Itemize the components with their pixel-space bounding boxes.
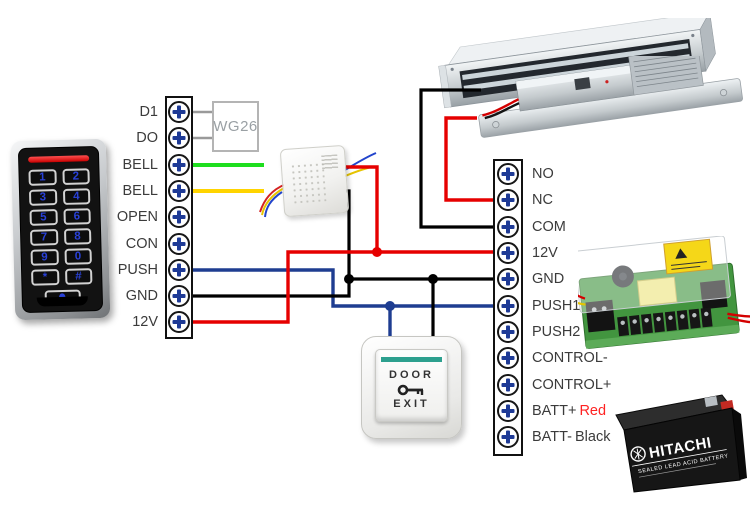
exit-button-teal-bar xyxy=(380,357,443,362)
terminal-label-gnd-right: GND xyxy=(532,271,565,287)
terminal-screw-icon xyxy=(497,321,519,343)
key-icon xyxy=(397,384,423,396)
key-star: * xyxy=(31,269,59,286)
terminal-screw-icon xyxy=(168,311,190,333)
terminal-label-12v-right: 12V xyxy=(532,245,558,261)
key-1: 1 xyxy=(28,169,57,186)
terminal-label-bell2: BELL xyxy=(122,183,158,199)
terminal-screw-icon xyxy=(497,426,519,448)
terminal-screw-icon xyxy=(168,101,190,123)
terminal-label-nc: NC xyxy=(532,192,553,208)
terminal-screw-icon xyxy=(497,216,519,238)
battery-image: HITACHI SEALED LEAD ACID BATTERY xyxy=(615,394,747,493)
batt-minus-color-note: Black xyxy=(575,429,611,445)
bolt-lock-image xyxy=(478,56,743,138)
key-5: 5 xyxy=(29,209,58,226)
terminal-screw-icon xyxy=(497,268,519,290)
terminal-screw-icon xyxy=(168,206,190,228)
power-supply-image xyxy=(578,236,750,349)
keypad-panel: 1 2 3 4 5 6 7 8 9 0 * # xyxy=(17,145,104,314)
wire-boltlock-red xyxy=(444,116,495,202)
wg26-box: WG26 xyxy=(212,101,259,152)
batt-plus-color-note: Red xyxy=(579,403,607,419)
terminal-screw-icon xyxy=(168,285,190,307)
terminal-label-batt-minus: BATT- xyxy=(532,429,573,445)
exit-button-face: DOOR EXIT xyxy=(375,349,448,422)
junction-dot-blue xyxy=(385,301,395,311)
wire-doorbell-red xyxy=(342,165,379,252)
terminal-label-bell1: BELL xyxy=(122,157,158,173)
terminal-screw-icon xyxy=(497,295,519,317)
battery-body: HITACHI SEALED LEAD ACID BATTERY xyxy=(615,394,747,493)
wire-maglock-black xyxy=(419,88,495,229)
wg26-label: WG26 xyxy=(213,118,258,135)
terminal-label-push2: PUSH2 xyxy=(532,324,581,340)
wire-12v-red xyxy=(191,250,495,324)
junction-dot-red xyxy=(372,247,382,257)
key-9: 9 xyxy=(30,249,59,266)
terminal-label-batt-plus: BATT+ xyxy=(532,403,577,419)
terminal-label-con: CON xyxy=(125,236,158,252)
terminal-screw-icon xyxy=(168,180,190,202)
terminal-screw-icon xyxy=(168,233,190,255)
terminal-label-open: OPEN xyxy=(116,209,158,225)
exit-button-exit-text: EXIT xyxy=(393,398,430,410)
terminal-screw-icon xyxy=(497,347,519,369)
terminal-label-control-plus: CONTROL+ xyxy=(532,377,612,393)
key-7: 7 xyxy=(29,229,58,246)
terminal-label-control-minus: CONTROL- xyxy=(532,350,608,366)
doorbell xyxy=(279,144,350,218)
terminal-label-gnd: GND xyxy=(125,288,158,304)
terminal-label-push: PUSH xyxy=(117,262,158,278)
terminal-screw-icon xyxy=(497,242,519,264)
bolt-lock-body xyxy=(478,56,743,138)
door-exit-button: DOOR EXIT xyxy=(361,336,462,439)
terminal-label-d1: D1 xyxy=(139,104,158,120)
terminal-label-com: COM xyxy=(532,219,566,235)
terminal-label-push1: PUSH1 xyxy=(532,298,581,314)
junction-dot-black-2 xyxy=(428,274,438,284)
psu-body xyxy=(578,236,750,349)
terminal-screw-icon xyxy=(168,154,190,176)
terminal-screw-icon xyxy=(497,400,519,422)
junction-dot-black-1 xyxy=(344,274,354,284)
terminal-screw-icon xyxy=(497,163,519,185)
terminal-screw-icon xyxy=(497,374,519,396)
key-3: 3 xyxy=(28,189,57,206)
terminal-screw-icon xyxy=(168,127,190,149)
wire-push-blue xyxy=(191,268,495,308)
terminal-label-no: NO xyxy=(532,166,554,182)
terminal-label-do: DO xyxy=(136,130,158,146)
exit-button-door-text: DOOR xyxy=(389,369,434,381)
terminal-screw-icon xyxy=(168,259,190,281)
keypad-reader: 1 2 3 4 5 6 7 8 9 0 * # xyxy=(10,138,111,321)
terminal-screw-icon xyxy=(497,189,519,211)
terminal-label-12v: 12V xyxy=(132,314,158,330)
